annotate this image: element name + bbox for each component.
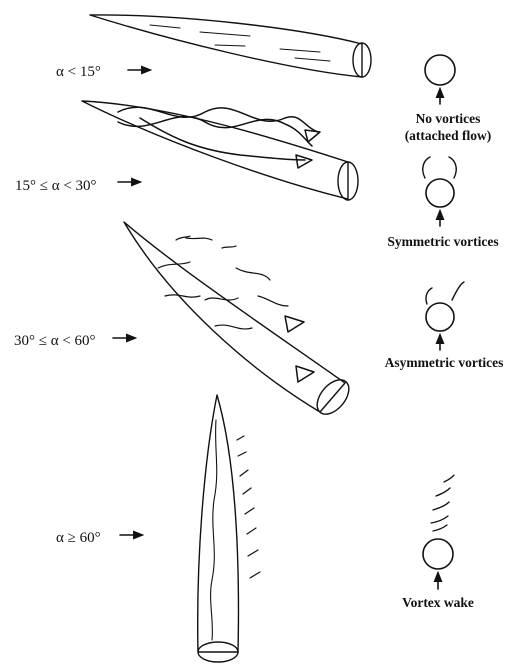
regime-2-condition: 15° ≤ α < 30° <box>15 178 97 194</box>
regime-4-slender-body <box>198 395 260 662</box>
regime-2-caption: Symmetric vortices <box>387 234 498 249</box>
regime-4-condition: α ≥ 60° <box>56 530 101 546</box>
regime-1-condition: α < 15° <box>56 64 101 80</box>
regime-2-slender-body <box>82 101 358 200</box>
regime-4-caption: Vortex wake <box>402 595 474 610</box>
regime-1-caption-line-1: No vortices <box>416 111 481 126</box>
regime-3: 30° ≤ α < 60° Asymmetric vortices <box>14 222 503 420</box>
regime-1-cross-section <box>425 55 455 104</box>
regime-1-caption-line-2: (attached flow) <box>405 128 492 143</box>
regime-3-condition: 30° ≤ α < 60° <box>14 333 96 349</box>
regime-2-cross-section <box>423 157 457 226</box>
regime-3-cross-section <box>426 282 464 350</box>
regime-4-cross-section <box>423 475 454 589</box>
regime-3-caption: Asymmetric vortices <box>385 355 504 370</box>
regime-3-slender-body <box>124 222 355 420</box>
regime-1-slender-body <box>90 15 371 77</box>
regime-4: α ≥ 60° Vortex wake <box>56 395 474 662</box>
